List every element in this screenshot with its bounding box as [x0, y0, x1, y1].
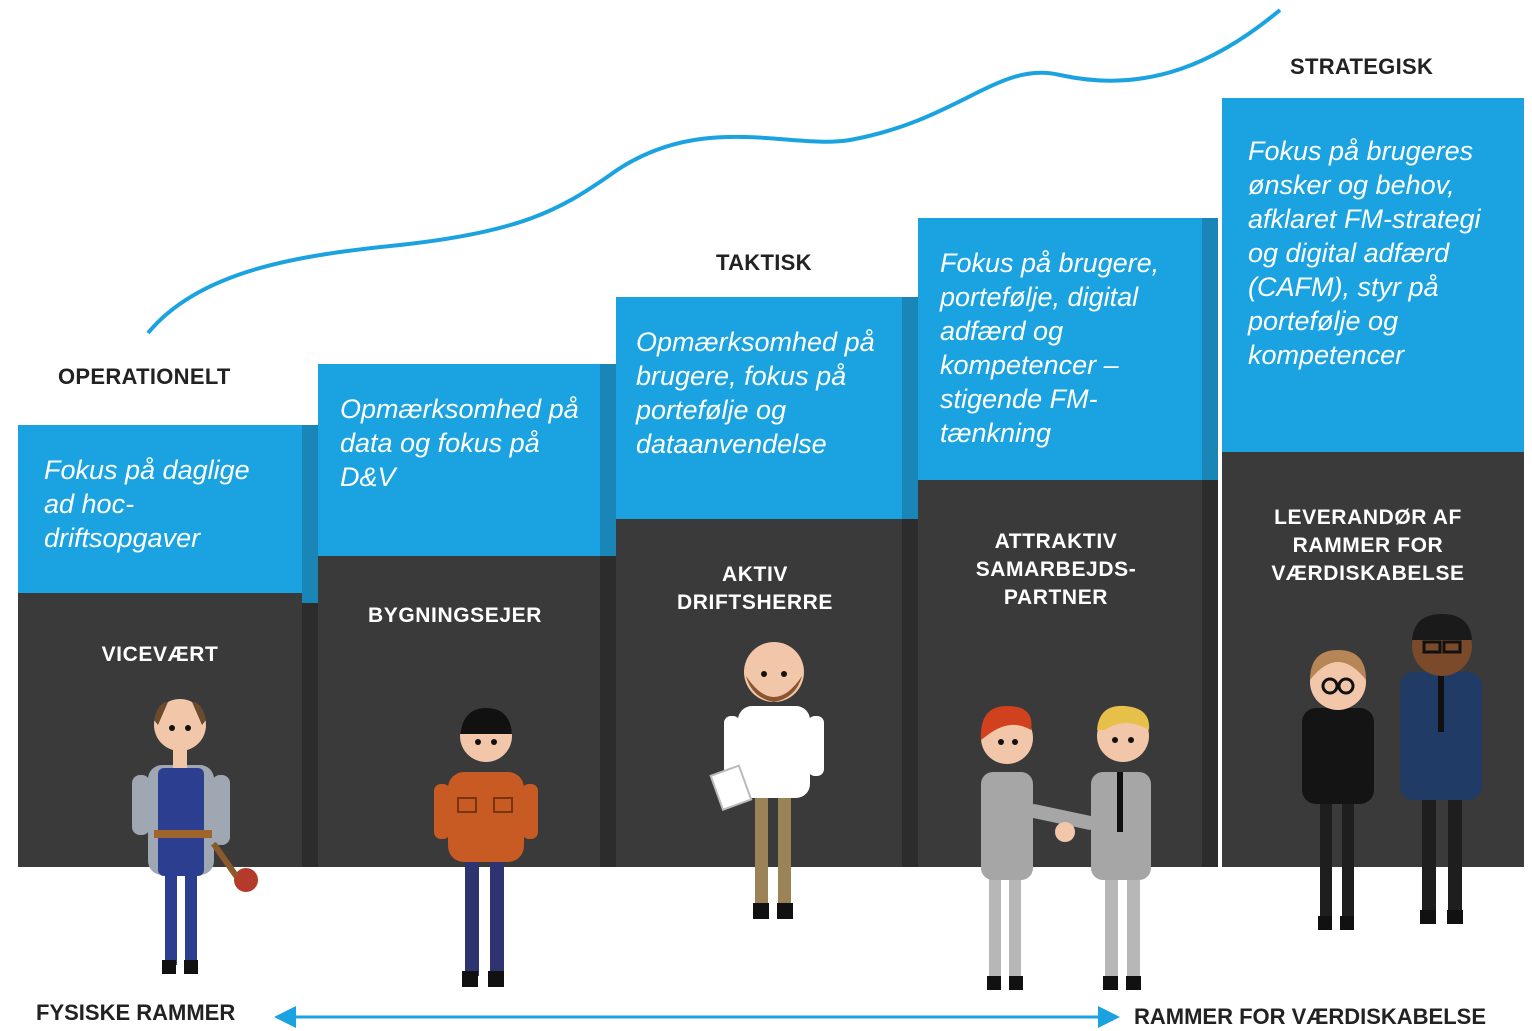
step-building-owner: Opmærksomhed på data og fokus på D&V BYG… — [318, 364, 600, 867]
value-creation-figures — [1302, 614, 1482, 930]
focus-text: Fokus på brugere, portefølje, digital ad… — [940, 248, 1160, 448]
role-label: AKTIV DRIFTSHERRE — [677, 563, 833, 614]
step-edge — [302, 603, 318, 867]
step-strategic: Fokus på brugeres ønsker og behov, afkla… — [1222, 98, 1524, 867]
focus-box: Fokus på daglige ad hoc-driftsopgaver — [18, 425, 302, 593]
axis-right-label: RAMMER FOR VÆRDISKABELSE — [1134, 1004, 1487, 1029]
partners-figure — [980, 705, 1151, 990]
step-edge — [1202, 480, 1218, 867]
focus-text: Opmærksomhed på brugere, fokus på portef… — [636, 327, 875, 459]
building-owner-figure — [434, 708, 538, 987]
role-label: BYGNINGSEJER — [367, 604, 543, 627]
focus-text: Opmærksomhed på data og fokus på D&V — [340, 394, 579, 492]
level-label-tactical: TAKTISK — [716, 250, 812, 275]
step-edge — [1202, 218, 1218, 480]
step-partner: Fokus på brugere, portefølje, digital ad… — [918, 218, 1202, 867]
focus-text: Fokus på brugeres ønsker og behov, afkla… — [1248, 136, 1481, 370]
focus-text: Fokus på daglige ad hoc-driftsopgaver — [44, 455, 250, 553]
role-label: ATTRAKTIV SAMARBEJDS- PARTNER — [975, 530, 1137, 609]
active-operator-figure — [709, 642, 824, 919]
step-edge — [600, 364, 616, 556]
role-box: LEVERANDØR AF RAMMER FOR VÆRDISKABELSE — [1222, 452, 1524, 867]
role-box: ATTRAKTIV SAMARBEJDS- PARTNER — [918, 480, 1202, 867]
axis-left-label: FYSISKE RAMMER — [36, 1000, 236, 1025]
level-label-operational: OPERATIONELT — [58, 364, 231, 389]
caretaker-figure — [132, 699, 258, 974]
step-edge — [600, 556, 616, 867]
level-label-strategic: STRATEGISK — [1290, 54, 1434, 79]
role-label: VICEVÆRT — [101, 643, 219, 666]
step-edge — [902, 297, 918, 519]
step-edge — [902, 519, 918, 867]
step-tactical: Opmærksomhed på brugere, fokus på portef… — [616, 297, 902, 867]
focus-box: Fokus på brugere, portefølje, digital ad… — [918, 218, 1202, 480]
focus-box: Opmærksomhed på data og fokus på D&V — [318, 364, 600, 556]
role-label: LEVERANDØR AF RAMMER FOR VÆRDISKABELSE — [1271, 506, 1465, 585]
focus-box: Fokus på brugeres ønsker og behov, afkla… — [1222, 98, 1524, 452]
step-edge — [302, 425, 318, 603]
double-arrow — [274, 1006, 1120, 1028]
focus-box: Opmærksomhed på brugere, fokus på portef… — [616, 297, 902, 519]
